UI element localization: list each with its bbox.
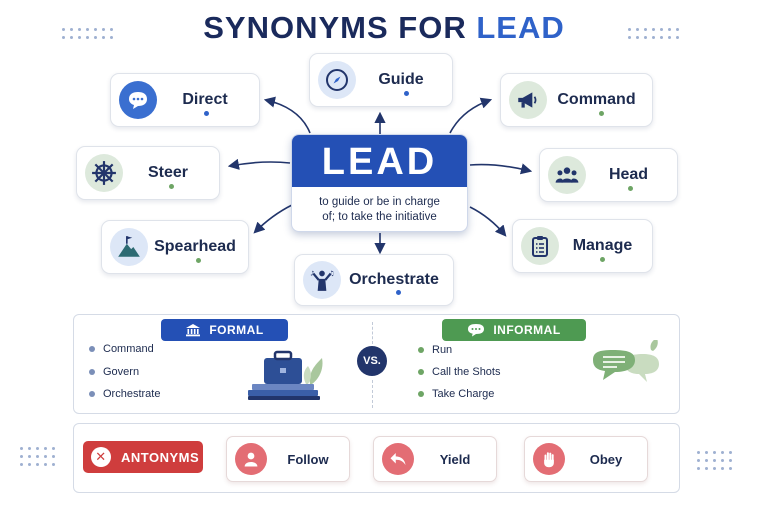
card-dot [196, 258, 201, 263]
definition-line-2: of; to take the initiative [322, 211, 437, 223]
synonym-card-spearhead[interactable]: Spearhead [101, 220, 249, 274]
card-dot [628, 186, 633, 191]
chat-illustration [593, 340, 659, 382]
svg-text:♪: ♪ [310, 270, 314, 278]
panel-divider-bottom [372, 380, 373, 408]
arrow-to-command [449, 97, 493, 134]
megaphone-icon [509, 81, 547, 119]
title-prefix: SYNONYMS FOR [203, 10, 477, 45]
briefcase-books-illustration [248, 350, 323, 400]
dot-grid-top-left [62, 28, 113, 39]
card-dot [404, 91, 409, 96]
synonym-card-manage[interactable]: Manage [512, 219, 653, 273]
compass-icon [318, 61, 356, 99]
informal-item: Run [418, 344, 452, 356]
informal-item: Take Charge [418, 388, 494, 400]
arrow-to-spearhead [253, 204, 293, 234]
antonyms-tag: ✕ ANTONYMS [83, 441, 203, 473]
informal-item: Call the Shots [418, 366, 500, 378]
antonym-card-follow[interactable]: Follow [226, 436, 350, 482]
title-keyword: LEAD [476, 10, 565, 45]
group-icon [548, 156, 586, 194]
antonym-label: Obey [589, 451, 623, 467]
informal-label: INFORMAL [493, 323, 561, 337]
synonym-card-steer[interactable]: Steer [76, 146, 220, 200]
formal-item: Command [89, 343, 154, 355]
bank-icon [186, 324, 201, 337]
synonym-label: Manage [572, 237, 633, 254]
formal-item: Govern [89, 366, 139, 378]
close-icon: ✕ [91, 447, 111, 467]
dot-grid-bottom-right [697, 451, 732, 470]
panel-divider-top [372, 322, 373, 344]
mountain-flag-icon [110, 228, 148, 266]
return-arrow-icon [382, 443, 414, 475]
center-definition: to guide or be in charge of; to take the… [292, 187, 467, 225]
conductor-icon: ♪♫ [303, 261, 341, 299]
definition-line-1: to guide or be in charge [319, 196, 440, 208]
formal-tag: FORMAL [161, 319, 288, 341]
synonym-card-direct[interactable]: Direct [110, 73, 260, 127]
svg-text:♫: ♫ [329, 270, 335, 278]
card-dot [599, 111, 604, 116]
synonym-label: Command [557, 91, 636, 108]
informal-tag: INFORMAL [442, 319, 586, 341]
synonym-card-orchestrate[interactable]: ♪♫ Orchestrate [294, 254, 454, 306]
card-dot [600, 257, 605, 262]
dot-grid-bottom-left [20, 447, 55, 466]
antonym-card-obey[interactable]: Obey [524, 436, 648, 482]
synonym-label: Spearhead [154, 238, 236, 255]
synonym-card-guide[interactable]: Guide [309, 53, 453, 107]
ship-wheel-icon [85, 154, 123, 192]
dot-grid-top-right [628, 28, 679, 39]
synonym-label: Orchestrate [349, 271, 439, 288]
synonym-label: Guide [378, 71, 424, 88]
card-dot [204, 111, 209, 116]
antonym-label: Yield [439, 451, 471, 467]
arrow-to-direct [263, 96, 311, 134]
formal-item: Orchestrate [89, 388, 160, 400]
center-word-box: LEAD to guide or be in charge of; to tak… [291, 134, 468, 232]
clipboard-icon [521, 227, 559, 265]
card-dot [169, 184, 174, 189]
antonym-card-yield[interactable]: Yield [373, 436, 497, 482]
antonym-label: Follow [287, 451, 329, 467]
synonym-label: Head [608, 166, 649, 183]
page-title: SYNONYMS FOR LEAD [0, 10, 768, 46]
arrow-to-manage [469, 206, 507, 237]
formal-label: FORMAL [209, 323, 264, 337]
vs-badge: VS. [357, 346, 387, 376]
chat-bubble-icon [468, 324, 485, 337]
synonym-label: Steer [147, 164, 189, 181]
synonym-card-command[interactable]: Command [500, 73, 653, 127]
speech-bubble-icon [119, 81, 157, 119]
synonym-card-head[interactable]: Head [539, 148, 678, 202]
antonyms-label: ANTONYMS [121, 449, 200, 465]
arrow-to-steer [227, 158, 291, 170]
card-dot [396, 290, 401, 295]
arrow-to-head [469, 163, 533, 175]
center-word: LEAD [292, 135, 467, 187]
synonym-label: Direct [182, 91, 228, 108]
person-icon [235, 443, 267, 475]
hand-icon [533, 443, 565, 475]
